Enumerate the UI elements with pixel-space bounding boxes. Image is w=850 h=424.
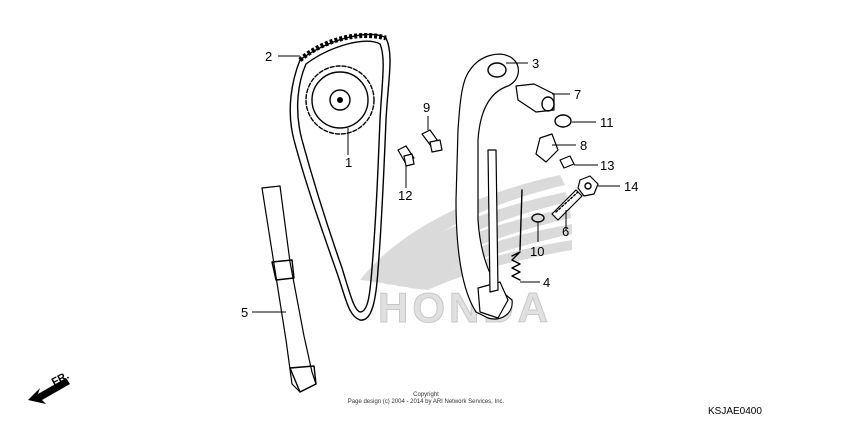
tensioner-spring	[511, 189, 523, 281]
tensioner-rod	[487, 149, 499, 293]
flange-bolt-12	[397, 145, 415, 167]
callout-11: 11	[600, 115, 614, 130]
callout-9: 9	[423, 100, 430, 115]
callout-13: 13	[600, 158, 614, 173]
callout-8: 8	[580, 138, 587, 153]
honda-watermark-text: HONDA	[378, 284, 552, 331]
front-direction-indicator: FR.	[28, 370, 71, 404]
small-bolt	[559, 155, 575, 169]
callout-3: 3	[532, 56, 539, 71]
callout-10: 10	[530, 244, 544, 259]
o-ring	[554, 114, 572, 128]
leader-lines	[252, 55, 620, 313]
tensioner-lifter	[515, 83, 555, 113]
callout-1: 1	[345, 155, 352, 170]
diagram-code: KSJAE0400	[708, 406, 762, 417]
callout-labels: 1 2 3 4 5 6 7 8 9 10 11 12 13 14	[241, 49, 638, 320]
cam-chain-guide	[261, 185, 317, 393]
callout-7: 7	[574, 87, 581, 102]
copyright-notice: Page design (c) 2004 - 2014 by ARI Netwo…	[348, 399, 505, 405]
cam-chain	[289, 32, 391, 321]
copyright-title: Copyright	[413, 392, 439, 398]
front-label: FR.	[50, 370, 71, 389]
callout-5: 5	[241, 305, 248, 320]
cam-sprocket	[305, 65, 375, 135]
callout-6: 6	[562, 224, 569, 239]
cam-chain-tensioner-arm	[455, 53, 519, 320]
callout-14: 14	[624, 179, 638, 194]
honda-watermark: HONDA	[360, 175, 572, 332]
callout-4: 4	[543, 275, 550, 290]
flange-bolt-9	[421, 129, 443, 153]
lifter-plate	[535, 133, 559, 163]
callout-12: 12	[398, 188, 412, 203]
lock-nut	[577, 175, 599, 197]
callout-2: 2	[265, 49, 272, 64]
front-arrow-icon	[28, 378, 70, 404]
